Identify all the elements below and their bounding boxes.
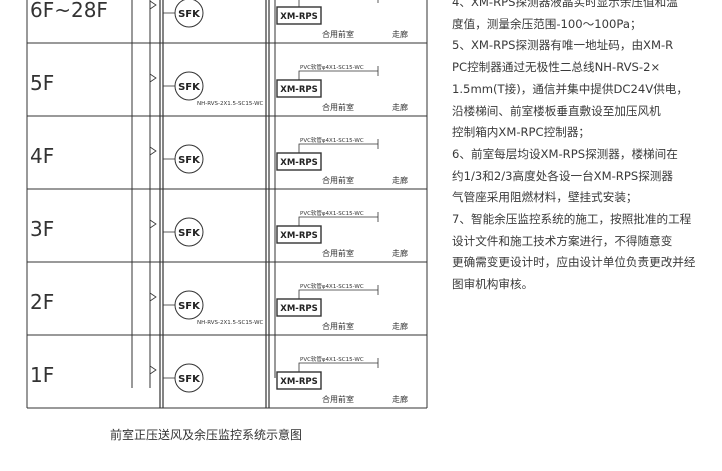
note-line: 气管座采用阻燃材料，壁挂式安装； [452,190,638,205]
front-room-label: 合用前室 [322,175,354,185]
riser-tap-mark [149,0,157,10]
pvc-tube-label: PVC软管φ4X1-SC15-WC [300,136,364,144]
note-line: PC控制器通过无极性二总线NH-RVS-2× [452,60,661,75]
xm-rps-label: XM-RPS [280,377,317,387]
corridor-label: 走廊 [392,394,408,404]
note-line: 约1/3和2/3高度处各设一台XM-RPS探测器 [452,168,673,183]
notes-panel: 4、XM-RPS探测器液晶实时显示余压值和温度值，测量余压范围-100～100P… [452,0,720,296]
xm-rps-label: XM-RPS [280,12,317,22]
pvc-tube-line [298,216,378,226]
riser-tap-mark [149,292,157,302]
sfk-label: SFK [178,82,201,93]
floor-label: 2F [30,290,54,314]
note-line: 沿楼梯间、前室楼板垂直敷设至加压风机 [452,103,661,118]
corridor-label: 走廊 [392,102,408,112]
front-room-label: 合用前室 [322,102,354,112]
pvc-tube-line [298,362,378,372]
xm-rps-label: XM-RPS [280,158,317,168]
note-line: 控制箱内XM-RPC控制器； [452,125,591,140]
pvc-tube-line [298,143,378,153]
sfk-label: SFK [178,301,201,312]
diagram-caption: 前室正压送风及余压监控系统示意图 [110,428,303,442]
floor-label: 1F [30,363,54,387]
pvc-tube-label: PVC软管φ4X1-SC15-WC [300,63,364,71]
pvc-tube-label: PVC软管φ4X1-SC15-WC [300,282,364,290]
riser-tap-mark [149,146,157,156]
note-line: 1.5mm(T接)，通信并集中提供DC24V供电， [452,81,688,96]
sfk-label: SFK [178,155,201,166]
floor-label: 3F [30,217,54,241]
corridor-label: 走廊 [392,175,408,185]
nh-cable-label: NH-RVS-2X1.5-SC15-WC [197,101,264,107]
sfk-label: SFK [178,374,201,385]
pvc-tube-line [298,0,300,7]
corridor-label: 走廊 [392,321,408,331]
pvc-tube-line [298,70,378,80]
note-line: 6、前室每层均设XM-RPS探测器，楼梯间在 [452,146,678,161]
front-room-label: 合用前室 [322,321,354,331]
sfk-label: SFK [178,228,201,239]
note-line: 7、智能余压监控系统的施工，按照批准的工程 [452,212,692,227]
xm-rps-label: XM-RPS [280,304,317,314]
nh-cable-label: NH-RVS-2X1.5-SC15-WC [197,320,264,326]
corridor-label: 走廊 [392,248,408,258]
xm-rps-label: XM-RPS [280,85,317,95]
riser-tap-mark [149,219,157,229]
riser-tap-mark [149,365,157,375]
floor-label: 4F [30,144,54,168]
riser-tap-mark [149,73,157,83]
note-line: 设计文件和施工技术方案进行，不得随意变 [452,233,673,248]
pvc-tube-label: PVC软管φ4X1-SC15-WC [300,355,364,363]
floor-label: 6F~28F [30,0,108,22]
front-room-label: 合用前室 [322,248,354,258]
corridor-label: 走廊 [392,29,408,39]
note-line: 更确需变更设计时，应由设计单位负责更改并经 [452,255,696,270]
floor-label: 5F [30,71,54,95]
xm-rps-label: XM-RPS [280,231,317,241]
note-line: 4、XM-RPS探测器液晶实时显示余压值和温 [452,0,678,9]
sfk-label: SFK [178,9,201,20]
pvc-tube-line [298,289,378,299]
note-line: 5、XM-RPS探测器有唯一地址码，由XM-R [452,38,674,53]
note-line: 图审机构审核。 [452,277,534,292]
front-room-label: 合用前室 [322,29,354,39]
pressure-system-diagram: 6F~28FSFKXM-RPSPVC软管φ4X1-SC15-WC合用前室走廊5F… [26,0,428,409]
note-line: 度值，测量余压范围-100～100Pa； [452,16,642,31]
front-room-label: 合用前室 [322,394,354,404]
pvc-tube-label: PVC软管φ4X1-SC15-WC [300,209,364,217]
